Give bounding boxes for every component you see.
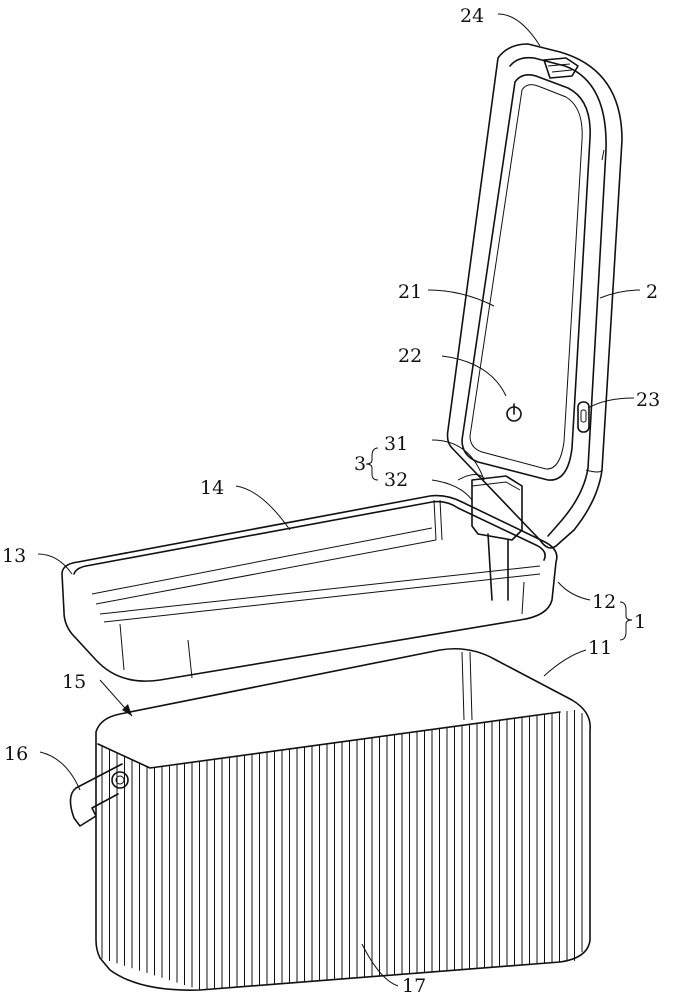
label-16: 16 bbox=[4, 743, 28, 765]
arrowhead bbox=[122, 704, 132, 716]
box-ribs bbox=[101, 710, 583, 990]
label-21: 21 bbox=[398, 281, 422, 303]
bracket-3 bbox=[365, 447, 379, 481]
tray bbox=[61, 494, 558, 682]
handle bbox=[69, 763, 129, 827]
label-32: 32 bbox=[384, 469, 408, 491]
label-3: 3 bbox=[354, 453, 366, 475]
box-body bbox=[95, 647, 591, 991]
label-23: 23 bbox=[636, 389, 660, 411]
hinge bbox=[457, 474, 523, 601]
bracket-1 bbox=[619, 601, 633, 641]
mirror-surface bbox=[461, 74, 591, 481]
label-17: 17 bbox=[402, 975, 426, 997]
label-1: 1 bbox=[634, 611, 646, 633]
label-15: 15 bbox=[62, 671, 86, 693]
side-switch bbox=[577, 401, 590, 433]
label-24: 24 bbox=[460, 5, 484, 27]
label-11: 11 bbox=[588, 637, 612, 659]
power-icon bbox=[506, 403, 522, 422]
label-14: 14 bbox=[200, 477, 224, 499]
label-2: 2 bbox=[646, 281, 658, 303]
label-22: 22 bbox=[398, 345, 422, 367]
label-13: 13 bbox=[2, 545, 26, 567]
top-clip bbox=[543, 57, 579, 79]
label-12: 12 bbox=[592, 591, 616, 613]
label-31: 31 bbox=[384, 433, 408, 455]
leader-lines bbox=[37, 13, 641, 987]
lid-panel bbox=[446, 43, 623, 549]
